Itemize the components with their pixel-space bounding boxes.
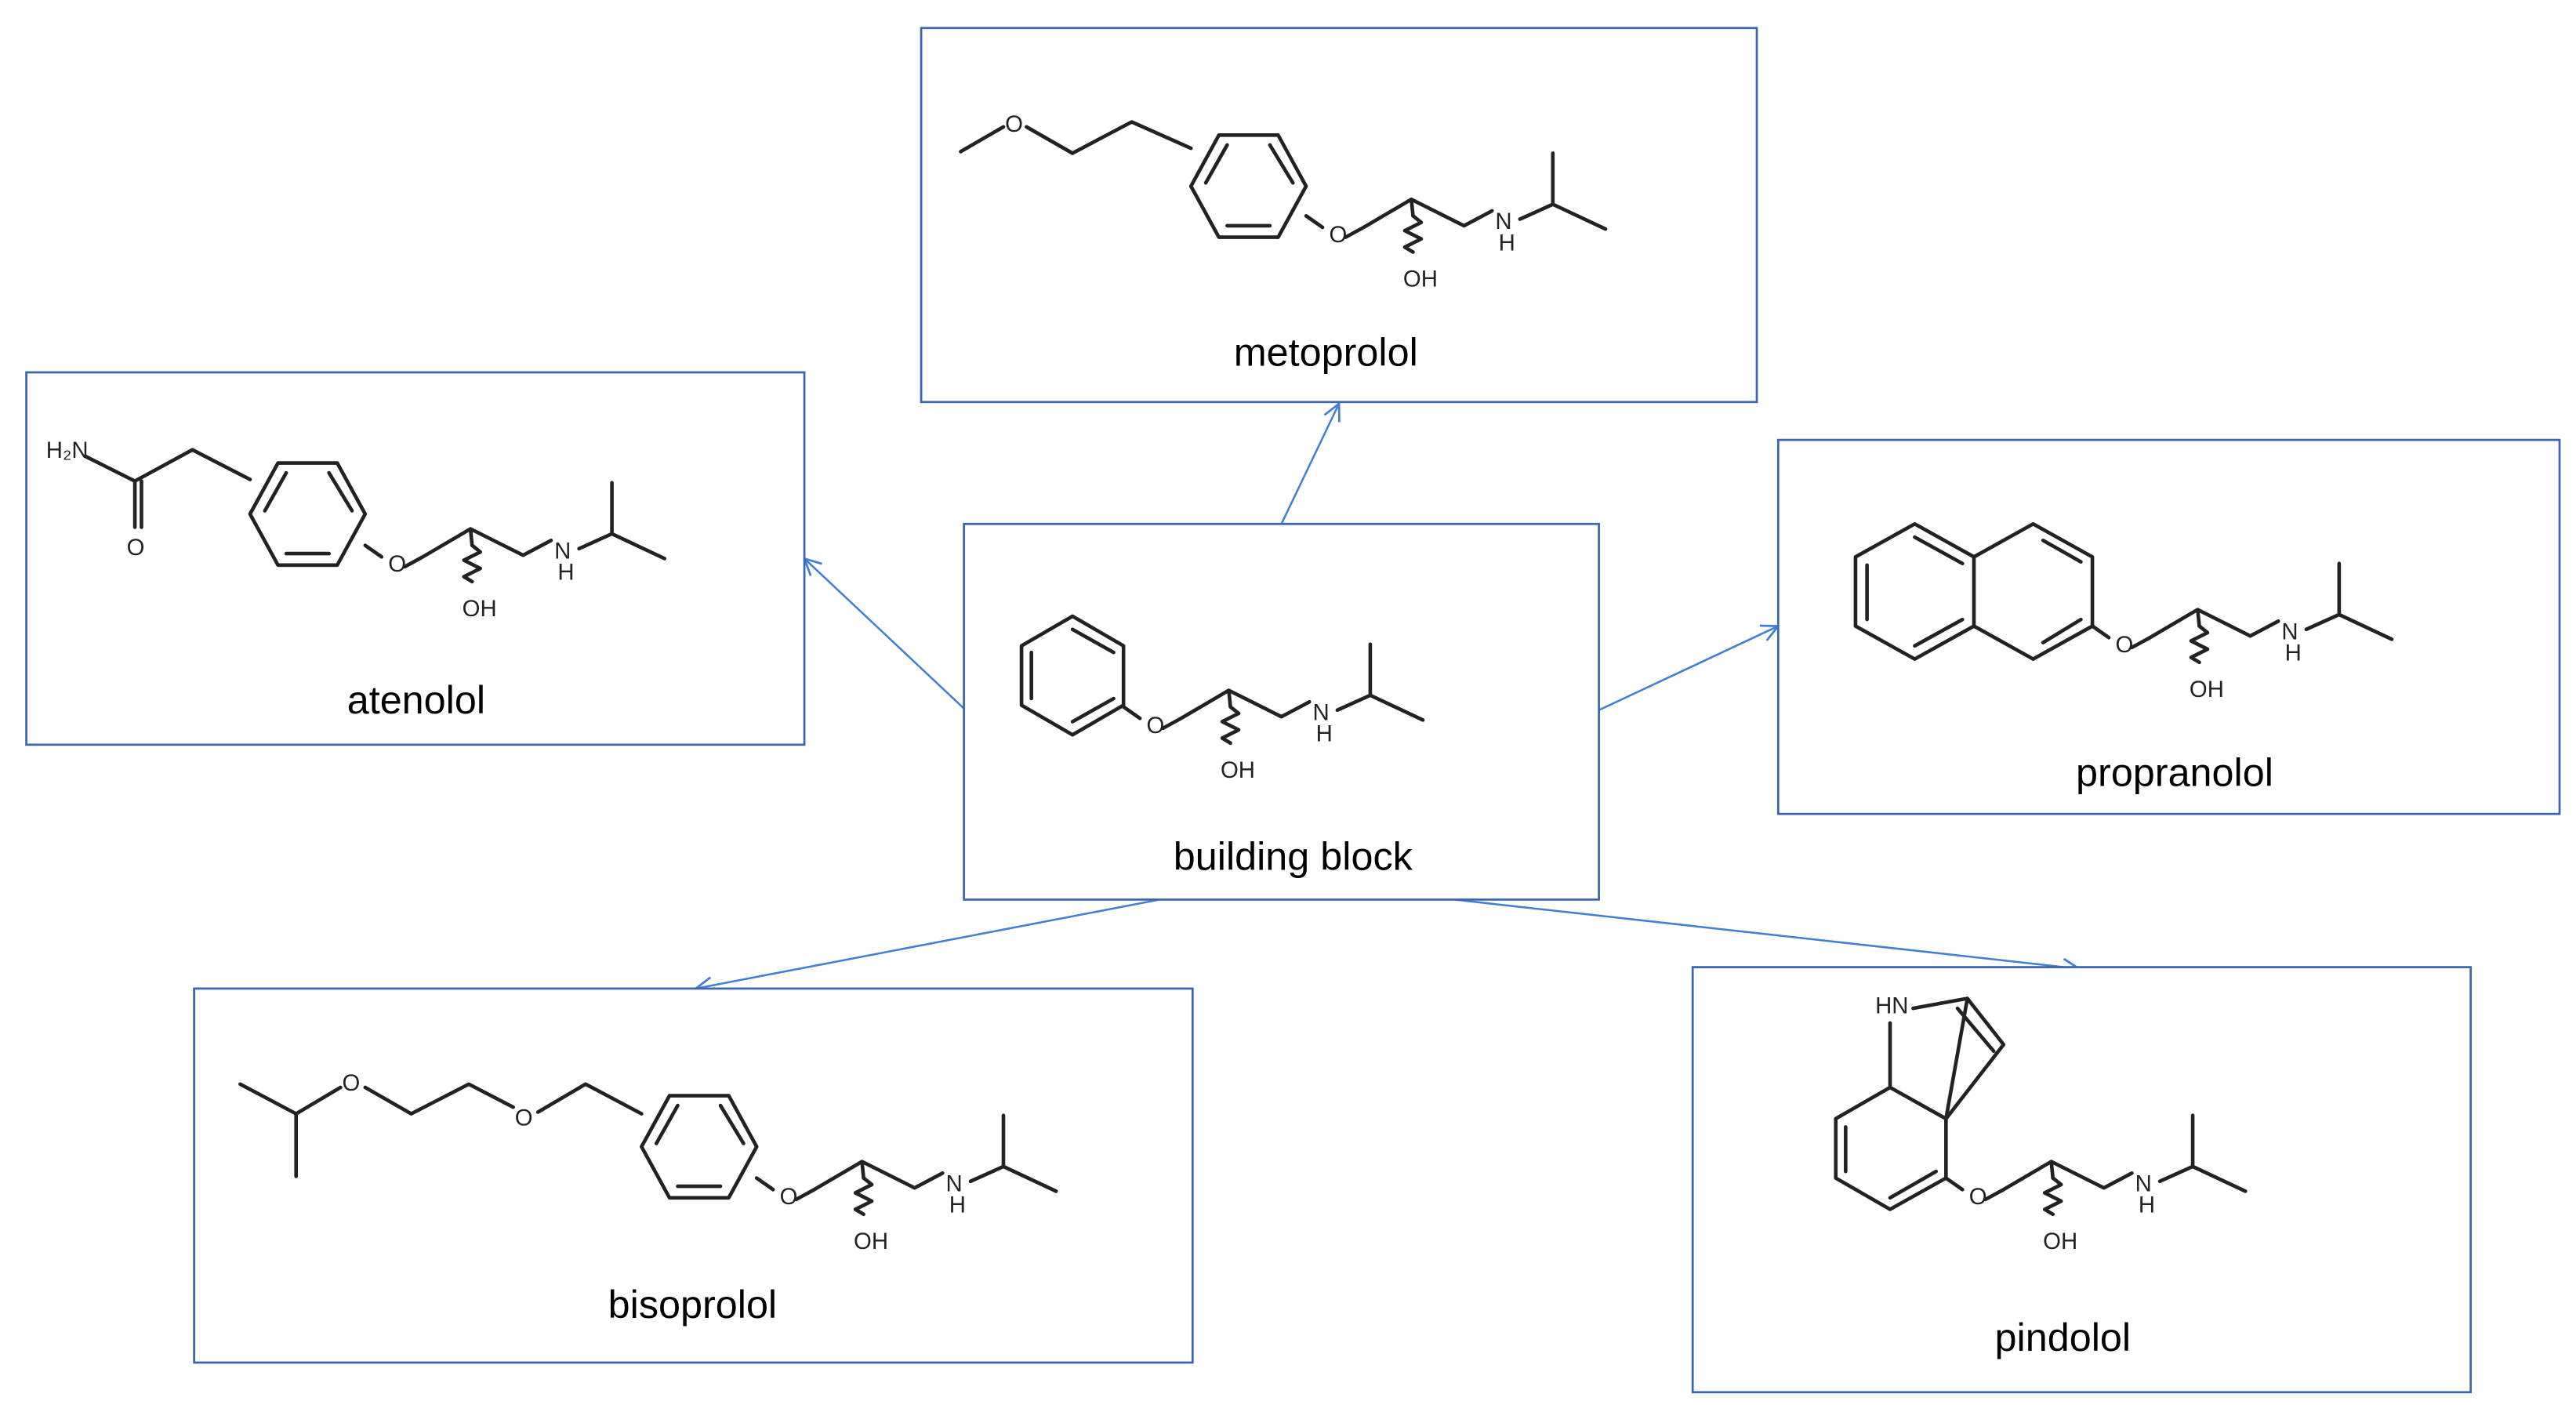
label-bisoprolol: bisoprolol <box>608 1282 777 1327</box>
phenyl-ring <box>1019 614 1126 737</box>
arrow-to-atenolol <box>804 558 965 710</box>
molecule-metoprolol: O metoprolol <box>959 111 1605 375</box>
label-metoprolol: metoprolol <box>1234 330 1418 375</box>
molecule-atenolol: H₂N O atenolol <box>46 437 665 722</box>
label-atenolol: atenolol <box>347 677 485 722</box>
label-propranolol: propranolol <box>2076 750 2273 794</box>
arrow-to-metoprolol <box>1280 404 1339 525</box>
reaction-arrows <box>696 404 2080 989</box>
naphthalene-ring <box>1853 521 2095 661</box>
box-building-block <box>963 522 1600 901</box>
box-metoprolol <box>920 27 1758 404</box>
indole-ring <box>1834 996 2006 1211</box>
label-pindolol: pindolol <box>1995 1315 2132 1359</box>
molecule-building-block: building block <box>1019 614 1423 879</box>
ethoxy-oxygen-label: O <box>515 1105 533 1131</box>
label-building-block: building block <box>1174 834 1413 879</box>
arrow-to-propranolol <box>1598 626 1779 711</box>
amide-nh2-label: H₂N <box>46 437 89 463</box>
molecule-propranolol: propranolol <box>1853 521 2392 794</box>
molecule-pindolol: HN pindolol <box>1834 993 2245 1359</box>
molecule-bisoprolol: O O bisoprolol <box>238 1070 1056 1327</box>
amide-oxygen-label: O <box>127 535 145 561</box>
molecule-boxes <box>25 27 2561 1394</box>
methoxy-oxygen-label: O <box>1005 111 1023 137</box>
box-pindolol <box>1691 966 2473 1394</box>
arrow-to-bisoprolol <box>696 898 1160 988</box>
indole-nh-label: HN <box>1875 993 1908 1018</box>
box-atenolol <box>25 371 806 746</box>
arrow-to-pindolol <box>1453 898 2079 968</box>
isopropoxy-oxygen-label: O <box>342 1070 360 1096</box>
